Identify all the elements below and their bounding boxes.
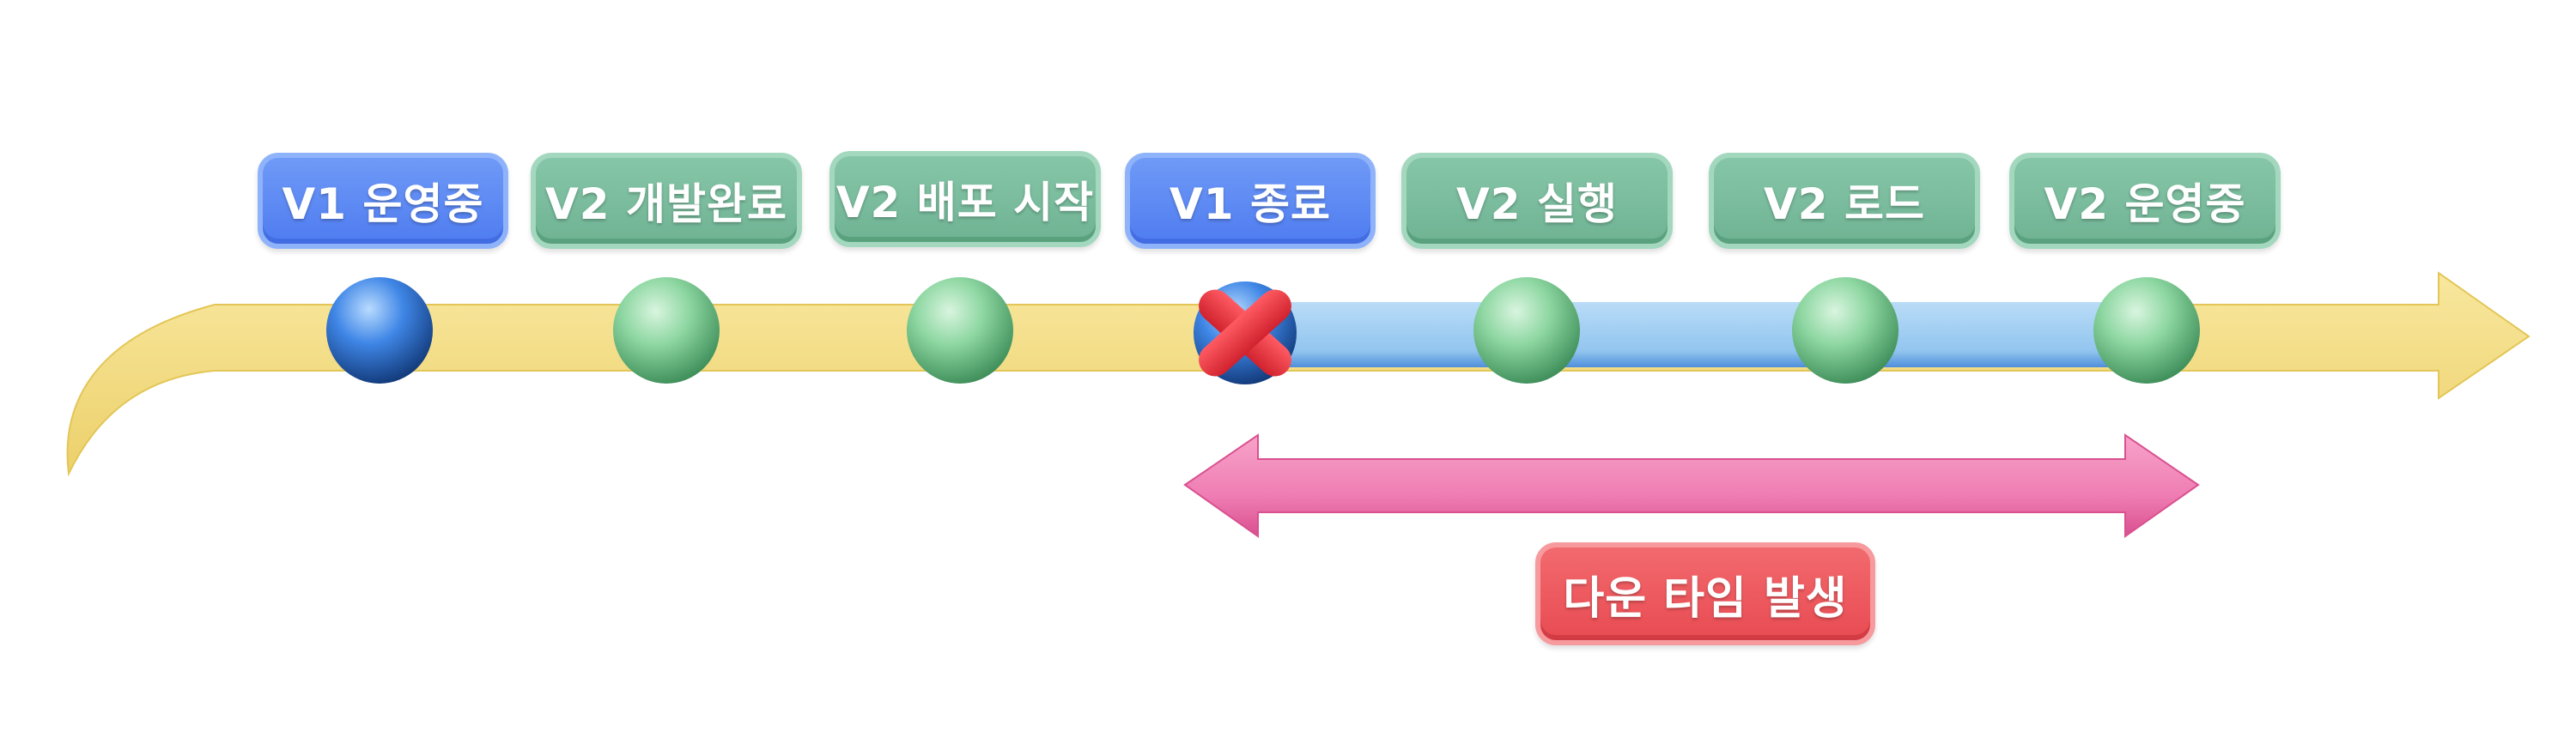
stage-node-1: [326, 277, 433, 384]
stage-node-5: [1473, 277, 1580, 384]
stage-node-6: [1792, 277, 1899, 384]
stage-label-3: V2 배포 시작: [829, 151, 1101, 247]
stage-node-7: [2093, 277, 2200, 384]
terminate-x-icon: [1199, 289, 1291, 377]
v2-track: [1245, 302, 2155, 367]
stage-label-7: V2 운영중: [2009, 153, 2281, 249]
stage-label-4: V1 종료: [1125, 153, 1376, 249]
downtime-double-arrow: [1183, 433, 2200, 538]
stage-label-6: V2 로드: [1709, 153, 1980, 249]
stage-label-5: V2 실행: [1401, 153, 1673, 249]
stage-label-1: V1 운영중: [258, 153, 508, 249]
downtime-label: 다운 타임 발생: [1535, 542, 1875, 645]
stage-label-2: V2 개발완료: [531, 153, 802, 249]
stage-node-2: [613, 277, 720, 384]
stage-node-3: [907, 277, 1013, 384]
